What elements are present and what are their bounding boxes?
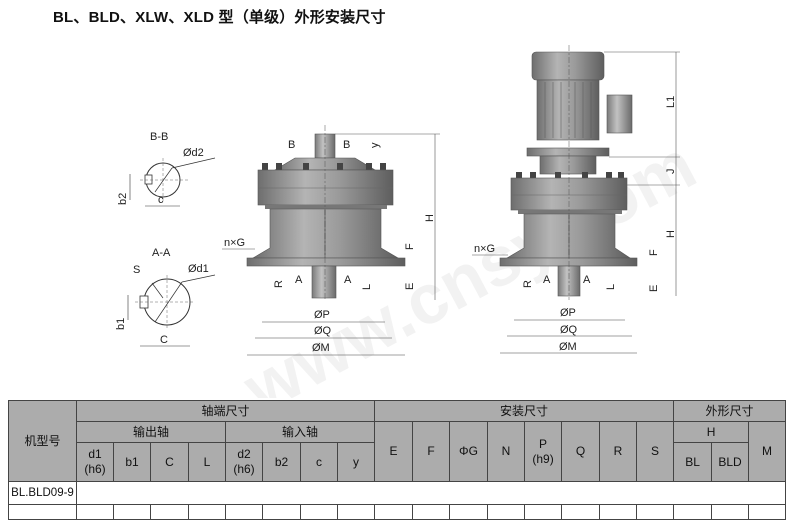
label-b-left: B [288,139,295,151]
header-y: y [336,442,376,482]
label-j: J [665,169,677,175]
label-s: S [133,264,140,276]
header-l: L [188,442,226,482]
header-m: M [748,421,787,482]
label-e-front: E [404,283,416,290]
header-model: 机型号 [8,400,77,482]
header-c-lower: c [300,442,338,482]
label-d1: Ød1 [188,263,209,275]
header-n: N [487,421,526,482]
model-row-empty [75,481,787,505]
header-e: E [374,421,414,482]
header-input-shaft: 输入轴 [224,421,376,443]
label-d2: Ød2 [183,147,204,159]
section-aa: A-A S Ød1 b1 C [115,247,216,347]
dimension-drawing: www.cnsy.com B-B Ød2 b2 c A-A S [0,30,790,398]
header-output-shaft: 输出轴 [76,421,226,443]
label-nxg-motor: n×G [474,243,495,255]
header-r: R [599,421,638,482]
table-row: BL.BLD09-9 [8,481,787,505]
dimension-table: 机型号 轴端尺寸 安装尺寸 外形尺寸 输出轴 输入轴 E F ΦG N P(h9… [8,400,787,520]
label-e-motor: E [648,285,660,292]
label-h-motor: H [665,230,677,238]
label-a-right-motor: A [583,274,591,286]
header-b1: b1 [113,442,151,482]
label-m-motor: ØM [559,341,577,353]
label-m-front: ØM [312,342,330,354]
label-nxg-front: n×G [224,237,245,249]
header-g: ΦG [449,421,489,482]
header-b2: b2 [262,442,301,482]
header-install: 安装尺寸 [374,400,675,422]
label-r-front: R [273,280,285,288]
label-p-motor: ØP [560,307,576,319]
label-a-right-front: A [344,274,352,286]
label-l1: L1 [665,96,677,108]
motor-gearbox-view: L1 J H n×G F E R A A L ØP ØQ ØM [472,45,680,354]
label-b2: b2 [117,193,129,205]
header-h: H [673,421,750,443]
label-l-front: L [361,284,373,290]
label-b-right: B [343,139,350,151]
label-h-front: H [424,214,436,222]
header-d1: d1(h6) [76,442,114,482]
label-y: y [369,142,381,148]
page-title: BL、BLD、XLW、XLD 型（单级）外形安装尺寸 [53,9,386,26]
header-f: F [412,421,451,482]
label-c-large: C [160,334,168,346]
header-s: S [636,421,675,482]
label-r-motor: R [522,280,534,288]
label-q-motor: ØQ [560,324,578,336]
label-a-left-front: A [295,274,303,286]
section-bb: B-B Ød2 b2 c [117,131,216,207]
header-h-bld: BLD [711,442,750,482]
label-b1: b1 [115,318,127,330]
section-aa-title: A-A [152,247,171,259]
header-outline: 外形尺寸 [673,400,787,422]
label-f-motor: F [648,249,660,256]
label-p-front: ØP [314,309,330,321]
label-l-motor: L [605,284,617,290]
header-p: P(h9) [524,421,563,482]
header-h-bl: BL [673,442,713,482]
label-a-left-motor: A [543,274,551,286]
label-q-front: ØQ [314,325,332,337]
label-f-front: F [404,243,416,250]
header-d2: d2(h6) [225,442,263,482]
model-name: BL.BLD09-9 [8,481,77,505]
header-c-upper: C [150,442,189,482]
label-c-small: c [158,194,164,206]
section-bb-title: B-B [150,131,168,143]
gearbox-front-view: B B y H n×G F E R A A L ØP ØQ ØM [222,125,440,356]
header-q: Q [561,421,601,482]
table-row-truncated [8,504,787,520]
header-shaft-end: 轴端尺寸 [75,400,376,422]
